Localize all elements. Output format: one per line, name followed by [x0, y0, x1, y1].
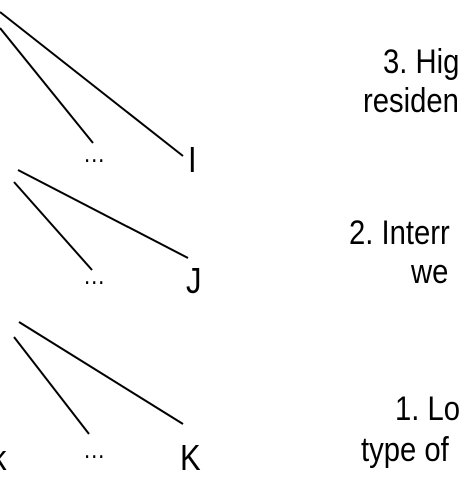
leaf-label-i: I: [188, 139, 197, 180]
level-3-title: 3. Hig: [383, 43, 460, 81]
level-2-title: 2. Interr: [349, 214, 450, 252]
edge-level-1-to-ellipsis: [13, 336, 90, 435]
ellipsis-level-3: ...: [84, 138, 106, 168]
leaf-label-j: J: [186, 260, 202, 301]
edge-level-1-to-leaf-k: [18, 321, 184, 425]
leaf-label-k: K: [180, 437, 201, 478]
edge-level-3-to-ellipsis: [0, 27, 94, 144]
level-3-subtitle: residen: [363, 82, 459, 120]
level-2-subtitle: we: [411, 253, 449, 291]
edge-level-2-to-ellipsis: [13, 181, 93, 271]
edge-level-2-to-leaf-j: [17, 169, 189, 259]
edge-level-3-to-leaf-i: [0, 11, 184, 157]
level-1-title: 1. Lo: [395, 390, 461, 428]
ellipsis-level-1: ...: [84, 434, 106, 464]
level-1-subtitle: type of: [361, 431, 449, 469]
partial-left-label: k: [0, 440, 6, 476]
ellipsis-level-2: ...: [84, 260, 106, 290]
